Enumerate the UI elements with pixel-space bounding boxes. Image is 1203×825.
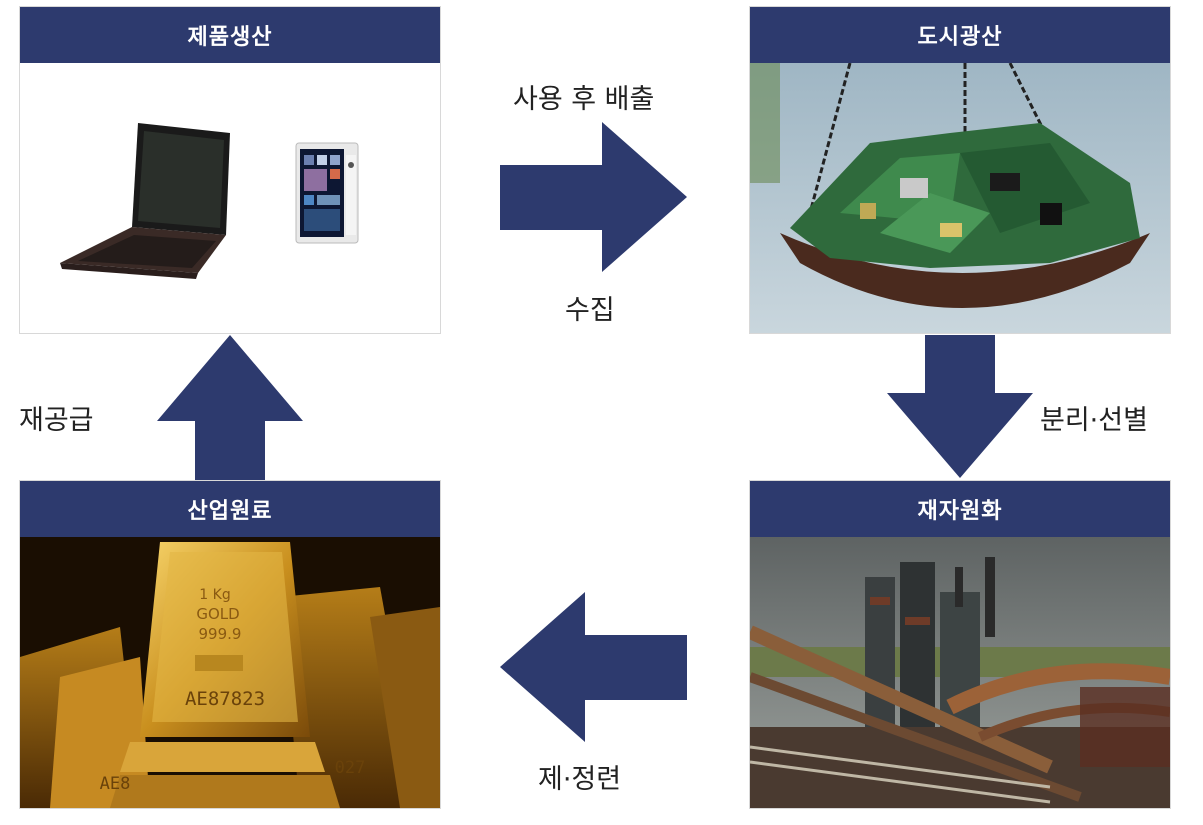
industrial-plant-illustration (750, 537, 1170, 808)
raw-material-image: 1 Kg GOLD 999.9 AE87823 AE8 027 (20, 537, 440, 808)
arrow-right-icon (500, 122, 690, 272)
gold-bars-illustration: 1 Kg GOLD 999.9 AE87823 AE8 027 (20, 537, 440, 808)
raw-material-title: 산업원료 (20, 481, 440, 537)
gold-bar-serial-text: AE87823 (185, 688, 265, 710)
label-refine: 제·정련 (538, 757, 621, 796)
urban-mine-box: 도시광산 (749, 6, 1171, 334)
arrow-up-icon (155, 335, 305, 480)
gold-bar-gold-text: GOLD (196, 605, 239, 623)
label-separate-sort: 분리·선별 (1040, 398, 1148, 437)
raw-material-box: 산업원료 (19, 480, 441, 809)
gold-bar-right-text: 027 (335, 758, 366, 778)
gold-bar-weight-text: 1 Kg (199, 587, 230, 603)
recycling-title: 재자원화 (750, 481, 1170, 537)
label-resupply: 재공급 (19, 398, 94, 437)
product-production-box: 제품생산 (19, 6, 441, 334)
product-production-image (20, 63, 440, 333)
recycling-box: 재자원화 (749, 480, 1171, 809)
urban-mine-title: 도시광산 (750, 7, 1170, 63)
arrow-down-icon (885, 335, 1035, 480)
arrow-left-icon (500, 592, 690, 742)
label-collect: 수집 (565, 288, 615, 327)
laptop-phone-illustration (20, 63, 440, 333)
product-production-title: 제품생산 (20, 7, 440, 63)
gold-bar-left-text: AE8 (100, 774, 131, 794)
circuit-board-scale-illustration (750, 63, 1170, 333)
recycling-image (750, 537, 1170, 808)
label-use-discharge: 사용 후 배출 (513, 77, 654, 116)
urban-mine-image (750, 63, 1170, 333)
gold-bar-purity-text: 999.9 (199, 625, 242, 643)
